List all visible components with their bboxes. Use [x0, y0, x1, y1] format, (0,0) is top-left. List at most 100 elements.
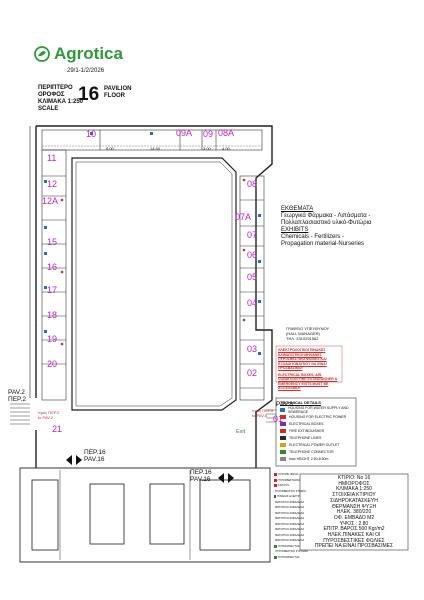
- building-info-line: ΣΤΟΙΧΕΙΑ ΚΤΙΡΙΟΥ: [332, 492, 376, 499]
- technical-item-label: HOUSING FOR WATER SUPPLY AND SEWERAGE: [287, 405, 349, 414]
- agrotica-leaf-icon: [34, 46, 50, 62]
- hall-manager-title-gr: ΓΡΑΦΕΙΟ ΥΠΕΥΘΥΝΟΥ: [286, 326, 330, 331]
- booth-12[interactable]: 12: [47, 179, 58, 189]
- booth-07a[interactable]: 07A: [235, 212, 252, 222]
- booth-18[interactable]: 18: [47, 310, 58, 320]
- bottom-legend-item: ΠΥΡΟΣΒΕΣΤΙΚΟ ΣΥΣΤΗΜΑ: [274, 549, 308, 555]
- technical-item-label: HOUSING FOR ELECTRIC POWER: [289, 414, 347, 419]
- bottom-legend-item: ΦΩΤΙΣΤΙΚΟ ΑΣΦΑΛΕΙΑΣ: [274, 522, 304, 528]
- exhibits-text-en-2: Propagation material-Nurseries: [281, 241, 365, 247]
- booth-20[interactable]: 20: [47, 359, 58, 369]
- technical-details-box: [275, 397, 357, 467]
- technical-details: TECHNICAL DETAILS HOUSING FOR WATER SUPP…: [280, 400, 356, 462]
- legend-swatch-icon: [280, 442, 286, 447]
- top-booth-strip: [41, 129, 263, 151]
- bottom-legend-label: ΠΥΡΟΣΒ. ΦΩΛΙΑ: [278, 473, 299, 477]
- booth-15[interactable]: 15: [47, 237, 58, 247]
- bottom-legend-label: ΠΥΡΑΝΙΧΝΕΥΤΗΣ: [278, 544, 300, 548]
- exit-label: Exit: [236, 429, 246, 435]
- booth-17[interactable]: 17: [47, 285, 58, 295]
- technical-item-label: TELEPHONE LINES: [289, 435, 322, 440]
- bottom-legend-item: ΦΩΤΙΣΤΙΚΟ ΑΣΦΑΛΕΙΑΣ: [274, 527, 304, 533]
- booth-08[interactable]: 08: [247, 179, 258, 189]
- building-info-line: ΗΛΕΚ. 380/220: [336, 509, 372, 516]
- bottom-legend-item: ΠΙΝΑΚΑΣ ΗΛΕΚΤΡ.: [274, 494, 300, 500]
- legend-symbol-icon: [274, 484, 277, 488]
- booth-21[interactable]: 21: [52, 424, 63, 434]
- exhibits-title-en: EXHIBITS: [281, 227, 309, 233]
- booth-05[interactable]: 05: [247, 272, 258, 282]
- bottom-legend-item: ΠΥΡΟΣΒΕΣΤΙΚΟ ΣΤΟΜΙΟ: [274, 489, 306, 495]
- technical-item: TELEPHONE CONNECTOR: [280, 448, 356, 455]
- bottom-legend-item: ΠΥΡΑΝΙΧΝΕΥΤΗΣ: [274, 544, 300, 550]
- per16-gr-b: ΠΕΡ.16: [190, 469, 212, 476]
- pavilion-en-label: PAVILION: [104, 86, 132, 92]
- bottom-legend-label: ΠΙΝΑΚΑΣ ΗΛΕΚΤΡ.: [277, 495, 300, 499]
- booth-12a[interactable]: 12A: [42, 196, 59, 206]
- booth-04[interactable]: 04: [247, 298, 258, 308]
- booth-02[interactable]: 02: [247, 368, 258, 378]
- technical-item: max HEIGHT 2.50-8.50m: [280, 455, 356, 462]
- booth-19[interactable]: 19: [47, 334, 58, 344]
- electrical-note-box: [275, 345, 343, 383]
- booth-07[interactable]: 07: [247, 230, 258, 240]
- floor-en-label: FLOOR: [104, 93, 125, 99]
- bottom-legend-label: ΠΥΡΟΣΒΕΣΤΙΚΟ ΣΤΟΜΙΟ: [275, 489, 306, 493]
- per16-gr-a: ΠΕΡ.16: [84, 449, 106, 456]
- booth-09[interactable]: 09: [203, 129, 214, 139]
- power-markers: [60, 178, 246, 346]
- booth-09a[interactable]: 09A: [176, 128, 193, 138]
- dimension-label: 14.50: [150, 146, 161, 151]
- legend-swatch-icon: [280, 414, 286, 419]
- building-info-line: ΗΜΙΟΡΟΦΟΣ: [338, 480, 370, 487]
- pav2-en: PAV.2: [8, 389, 25, 396]
- pav2-label: PAV.2 ΠΕΡ.2: [8, 389, 26, 403]
- technical-item: HOUSING FOR ELECTRIC POWER: [280, 413, 356, 420]
- bottom-legend-item: ΦΩΤΙΣΤΙΚΟ ΑΣΦΑΛΕΙΑΣ: [274, 533, 304, 539]
- booth-01[interactable]: 01: [273, 414, 284, 424]
- hall-manager-phone: ΤΗΛ. 2310291562: [286, 336, 319, 341]
- hall-manager-info: ΓΡΑΦΕΙΟ ΥΠΕΥΘΥΝΟΥ (HALL MANAGER) ΤΗΛ. 23…: [286, 326, 329, 341]
- brand-name: Agrotica: [54, 44, 123, 63]
- door-arrow-left: [66, 455, 82, 465]
- building-info-box: [299, 473, 409, 551]
- to-pav8-gr: προς ΠΕΡ.8: [252, 408, 274, 413]
- exhibits-text-gr-2: Πολλαπλασιαστικό υλικό-Φυτώρια: [281, 220, 372, 226]
- to-pav2-en: to PAV.2: [38, 415, 53, 420]
- exhibits-text-gr-1: Γεωργικά Φάρμακα - Λιπάσματα -: [281, 213, 371, 219]
- bottom-legend-label: ΦΩΤΙΣΤΙΚΟ ΑΣΦΑΛΕΙΑΣ: [275, 528, 305, 532]
- dimension-label: 4.00: [222, 146, 230, 151]
- pavilion-gr-label: ΠΕΡΙΠΤΕΡΟ: [38, 85, 73, 91]
- booth-06[interactable]: 06: [247, 250, 258, 260]
- electrical-note: ΗΛΕΚΤΡΟΛΟΓΙΚΟΙ ΠΙΝΑΚΕΣ ΚΛΙΜΑΤΙΣΤΙΚΟΙ ΜΗΧ…: [278, 348, 340, 391]
- exhibits-text-en-1: Chemicals - Fertilizers -: [281, 234, 345, 240]
- bottom-legend-item: ΠΥΡΟΣΒΕΣΤΗΡΑΣ: [274, 478, 300, 484]
- building-info-line: ΠΡΕΠΕΙ ΝΑ ΕΙΝΑΙ ΠΡΟΣΒΑΣΙΜΕΣ: [314, 543, 394, 550]
- booth-03[interactable]: 03: [247, 344, 258, 354]
- booth-08a[interactable]: 08A: [218, 128, 235, 138]
- scale-en-label: SCALE: [38, 106, 59, 112]
- event-dates: 29/1-1/2/2026: [67, 68, 105, 74]
- pavilion-header: ΠΕΡΙΠΤΕΡΟ ΟΡΟΦΟΣ ΚΛΙΜΑΚΑ 1:250 SCALE 16 …: [38, 84, 158, 115]
- building-info-line: ΚΤΙΡΙΟ: Νο 16: [337, 475, 371, 481]
- legend-swatch-icon: [280, 421, 286, 426]
- pav16-en-b: PAV.16: [190, 476, 211, 483]
- legend-symbol-icon: [274, 495, 277, 499]
- pav8-en: PAV.8: [276, 401, 293, 408]
- bottom-legend-item: ΦΩΤΙΣΤΙΚΟ ΑΣΦΑΛΕΙΑΣ: [274, 538, 304, 544]
- booth-10[interactable]: 10: [86, 129, 97, 139]
- lower-building: [19, 467, 271, 563]
- legend-symbol-icon: [274, 544, 277, 548]
- pav16-label-b: ΠΕΡ.16 PAV.16: [190, 469, 212, 483]
- technical-item: TELEPHONE LINES: [280, 434, 356, 441]
- left-booth-column: [41, 149, 67, 401]
- electrical-note-gr: ΗΛΕΚΤΡΟΛΟΓΙΚΟΙ ΠΙΝΑΚΕΣ ΚΛΙΜΑΤΙΣΤΙΚΟΙ ΜΗΧ…: [278, 348, 327, 370]
- bottom-legend-item: ΠΥΡΑΝΙΧΝΕΥΤΗΣ: [274, 555, 300, 561]
- booth-16[interactable]: 16: [47, 262, 58, 272]
- pavilion-number: 16: [78, 84, 100, 105]
- booth-11[interactable]: 11: [47, 153, 57, 163]
- bottom-legend-label: ΦΩΤΙΣΤΙΚΟ ΑΣΦΑΛΕΙΑΣ: [275, 533, 305, 537]
- outer-walls: [29, 125, 273, 468]
